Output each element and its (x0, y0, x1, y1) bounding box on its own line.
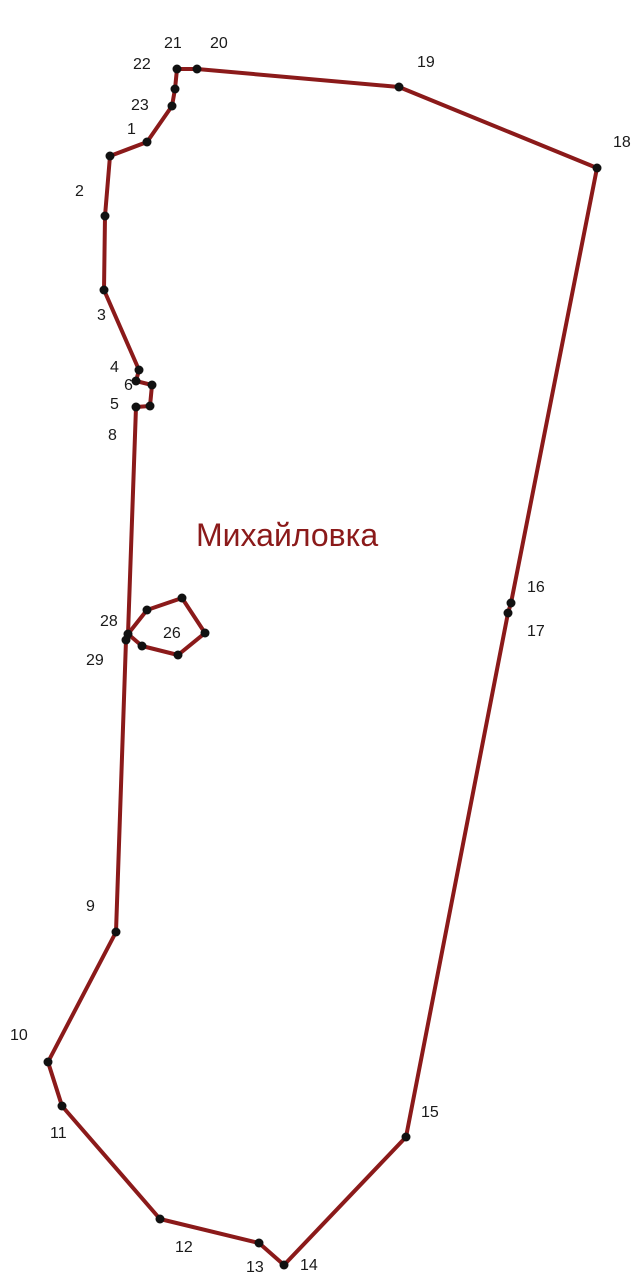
vertex-label-19: 19 (417, 54, 435, 71)
vertex-point-2 (100, 211, 110, 221)
vertex-label-6: 6 (124, 377, 133, 394)
vertex-label-17: 17 (527, 623, 545, 640)
outer-boundary-line (46, 67, 599, 1267)
vertex-point-12 (155, 1214, 165, 1224)
vertex-label-10: 10 (10, 1027, 28, 1044)
vertex-label-26: 26 (163, 625, 181, 642)
vertex-point-26 (200, 628, 210, 638)
vertex-point-19 (394, 82, 404, 92)
vertex-point-13 (254, 1238, 264, 1248)
vertex-point-17 (503, 608, 513, 618)
vertex-point-21 (172, 64, 182, 74)
vertex-point-a (142, 605, 152, 615)
vertex-label-5: 5 (110, 396, 119, 413)
vertex-point-10 (43, 1057, 53, 1067)
vertex-point-22 (170, 84, 180, 94)
vertex-point-16 (506, 598, 516, 608)
vertex-label-3: 3 (97, 307, 106, 324)
vertex-label-28: 28 (100, 613, 118, 630)
vertex-point-5 (145, 401, 155, 411)
vertex-point-29 (121, 635, 131, 645)
vertex-point-1 (142, 137, 152, 147)
boundary-lines (46, 67, 599, 1267)
vertex-point-11 (57, 1101, 67, 1111)
vertex-point-c (173, 650, 183, 660)
vertex-point-4 (134, 365, 144, 375)
vertex-label-12: 12 (175, 1239, 193, 1256)
vertex-point-9 (111, 927, 121, 937)
settlement-name: Михайловка (196, 517, 378, 553)
vertex-point-6 (147, 380, 157, 390)
vertex-point-8 (131, 402, 141, 412)
vertex-point-b (177, 593, 187, 603)
vertex-point-20 (192, 64, 202, 74)
vertex-label-14: 14 (300, 1257, 318, 1274)
vertex-label-1: 1 (127, 121, 136, 138)
vertex-label-29: 29 (86, 652, 104, 669)
vertex-label-20: 20 (210, 35, 228, 52)
vertex-point-14 (279, 1260, 289, 1270)
vertex-point-k2 (105, 151, 115, 161)
vertex-point-15 (401, 1132, 411, 1142)
boundary-vertices (43, 64, 602, 1270)
vertex-label-13: 13 (246, 1259, 264, 1275)
vertex-point-k (131, 376, 141, 386)
vertex-point-18 (592, 163, 602, 173)
vertex-label-23: 23 (131, 97, 149, 114)
vertex-point-23 (167, 101, 177, 111)
vertex-label-4: 4 (110, 359, 119, 376)
vertex-label-15: 15 (421, 1104, 439, 1121)
vertex-label-21: 21 (164, 35, 182, 52)
vertex-point-c2 (137, 641, 147, 651)
vertex-point-3 (99, 285, 109, 295)
vertex-label-2: 2 (75, 183, 84, 200)
vertex-label-18: 18 (613, 134, 631, 151)
vertex-label-16: 16 (527, 579, 545, 596)
vertex-label-22: 22 (133, 56, 151, 73)
vertex-label-9: 9 (86, 898, 95, 915)
vertex-label-11: 11 (50, 1125, 67, 1142)
vertex-label-8: 8 (108, 427, 117, 444)
